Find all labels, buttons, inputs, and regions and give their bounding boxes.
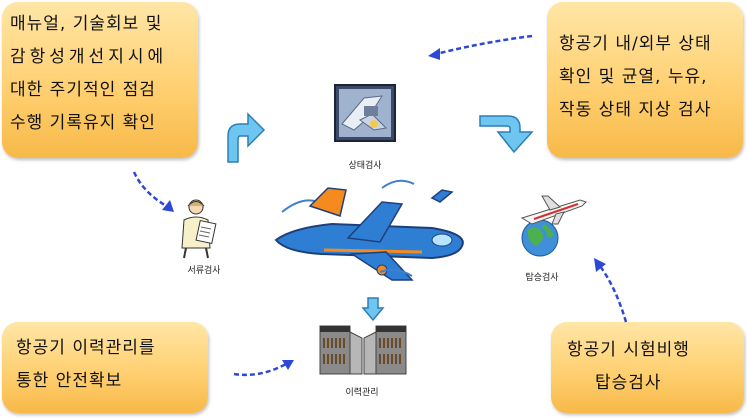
state-inspection-icon	[334, 84, 396, 142]
airplane-illustration	[262, 176, 482, 286]
note-line: 감항성개선지시에	[10, 41, 198, 74]
pointer-arrow-from-ground-inspection	[424, 30, 536, 60]
document-inspection-label: 서류검사	[164, 263, 244, 276]
pointer-arrow-to-history	[230, 350, 300, 382]
note-line: 확인 및 균열, 누유,	[559, 61, 743, 94]
note-line: 항공기 내/외부 상태	[559, 28, 743, 61]
history-management-label: 이력관리	[322, 385, 402, 398]
boarding-inspection-label: 탑승검사	[502, 270, 582, 283]
note-box-test-flight: 항공기 시험비행 탑승검사	[551, 322, 744, 413]
note-line: 통한 안전확보	[16, 365, 208, 398]
flow-arrow-down	[362, 296, 384, 322]
note-box-document-check: 매뉴얼, 기술회보 및 감항성개선지시에 대한 주기적인 점검 수행 기록유지 …	[2, 2, 198, 158]
note-box-history-safety: 항공기 이력관리를 통한 안전확보	[2, 322, 208, 413]
pointer-arrow-to-boarding	[586, 252, 636, 326]
pointer-arrow-to-document	[130, 168, 180, 220]
note-line: 작동 상태 지상 검사	[559, 94, 743, 127]
note-line: 매뉴얼, 기술회보 및	[10, 8, 198, 41]
note-line: 탑승검사	[567, 367, 744, 400]
note-line: 대한 주기적인 점검	[10, 74, 198, 107]
history-management-icon	[318, 324, 408, 376]
note-line: 항공기 이력관리를	[16, 332, 208, 365]
boarding-inspection-icon	[512, 188, 592, 260]
note-line: 수행 기록유지 확인	[10, 107, 198, 140]
note-line: 항공기 시험비행	[567, 334, 744, 367]
flow-arrow-up-right	[222, 110, 266, 164]
flow-arrow-down-right	[478, 110, 538, 154]
state-inspection-label: 상태검사	[325, 158, 405, 171]
note-box-ground-inspection: 항공기 내/외부 상태 확인 및 균열, 누유, 작동 상태 지상 검사	[547, 2, 743, 158]
